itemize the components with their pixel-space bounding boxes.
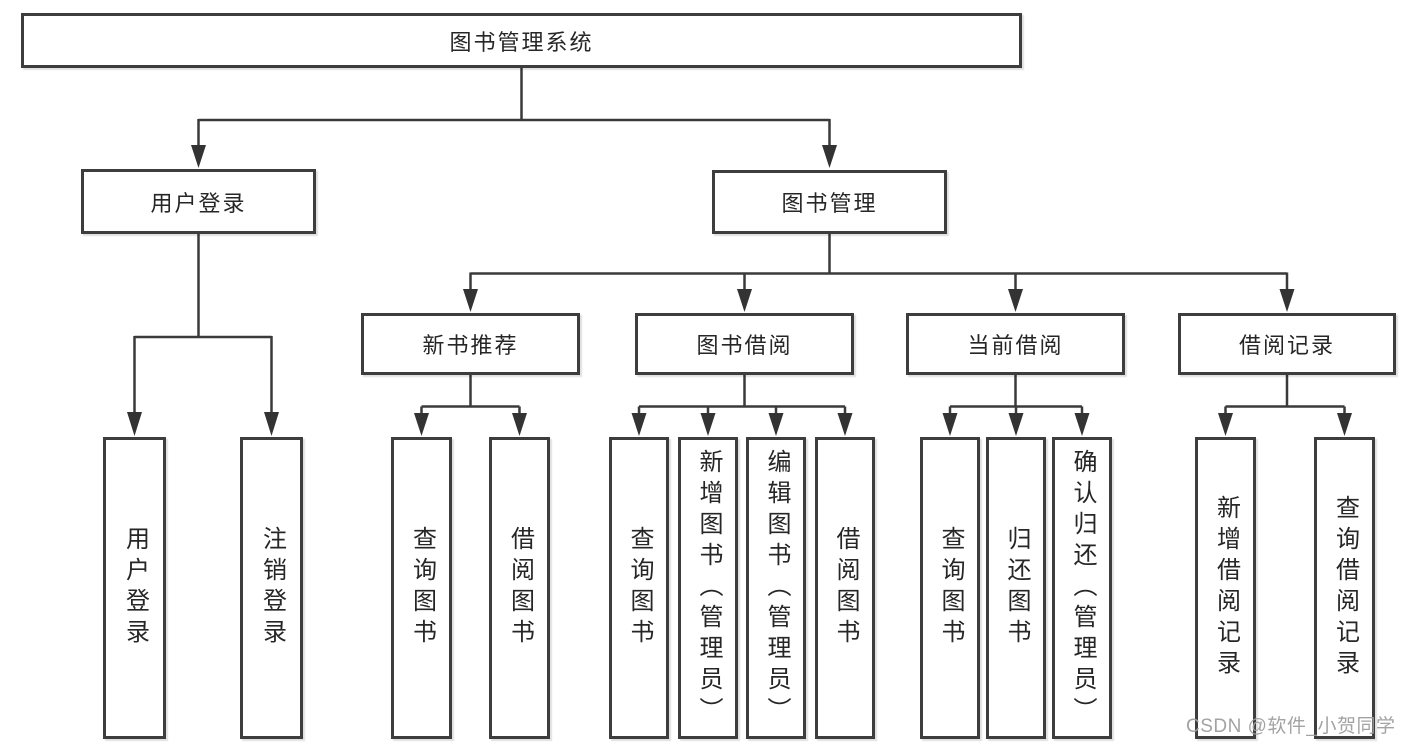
branch-borrow-lines (637, 375, 847, 415)
leaf-rec-query-books: 查询图书 (391, 437, 452, 739)
branch-book-mgmt-lines (469, 234, 1289, 291)
arrow-head (631, 413, 647, 436)
node-book-management: 图书管理 (712, 170, 947, 234)
arrow-head (512, 413, 527, 436)
arrow-head (191, 145, 206, 168)
connector-lines (133, 68, 1346, 415)
node-library-system: 图书管理系统 (21, 13, 1022, 68)
node-book-borrow: 图书借阅 (635, 313, 854, 375)
branch-root-lines (197, 68, 831, 147)
leaf-user-login: 用户登录 (103, 437, 166, 739)
arrow-head (1008, 289, 1023, 312)
leaf-borrow-query-books: 查询图书 (609, 437, 669, 739)
arrow-head (1279, 289, 1295, 312)
node-current-borrow: 当前借阅 (906, 313, 1125, 375)
arrow-head (1218, 413, 1233, 436)
arrow-head (700, 413, 716, 436)
arrow-head (127, 412, 142, 436)
node-new-book-recommend: 新书推荐 (361, 313, 580, 375)
arrow-head (414, 413, 429, 436)
branch-records-lines (1224, 375, 1346, 415)
watermark: CSDN @软件_小贺同学 (1186, 716, 1396, 737)
leaf-query-borrow-record: 查询借阅记录 (1314, 437, 1375, 739)
branch-current-lines (948, 375, 1084, 415)
arrow-head (1337, 413, 1352, 436)
arrow-head (264, 412, 279, 436)
arrow-head (942, 413, 958, 436)
arrow-head (768, 413, 784, 436)
node-user-login: 用户登录 (81, 169, 316, 234)
branch-user-login-lines (133, 234, 273, 414)
arrowheads (127, 145, 1352, 436)
branch-new-rec-lines (420, 375, 521, 415)
leaf-confirm-return-admin: 确认归还（管理员） (1052, 437, 1112, 739)
arrow-head (837, 413, 853, 436)
arrow-head (1074, 413, 1090, 436)
leaf-logout: 注销登录 (240, 437, 303, 739)
leaf-borrow-books: 借阅图书 (815, 437, 875, 739)
arrow-head (463, 289, 478, 312)
arrow-head (737, 289, 752, 312)
arrow-head (822, 145, 837, 168)
leaf-rec-borrow-books: 借阅图书 (489, 437, 550, 739)
leaf-add-borrow-record: 新增借阅记录 (1195, 437, 1256, 739)
leaf-edit-books-admin: 编辑图书（管理员） (746, 437, 806, 739)
node-borrow-records: 借阅记录 (1178, 313, 1396, 375)
leaf-add-books-admin: 新增图书（管理员） (678, 437, 738, 739)
leaf-current-query-books: 查询图书 (920, 437, 980, 739)
arrow-head (1008, 413, 1024, 436)
leaf-return-books: 归还图书 (986, 437, 1046, 739)
